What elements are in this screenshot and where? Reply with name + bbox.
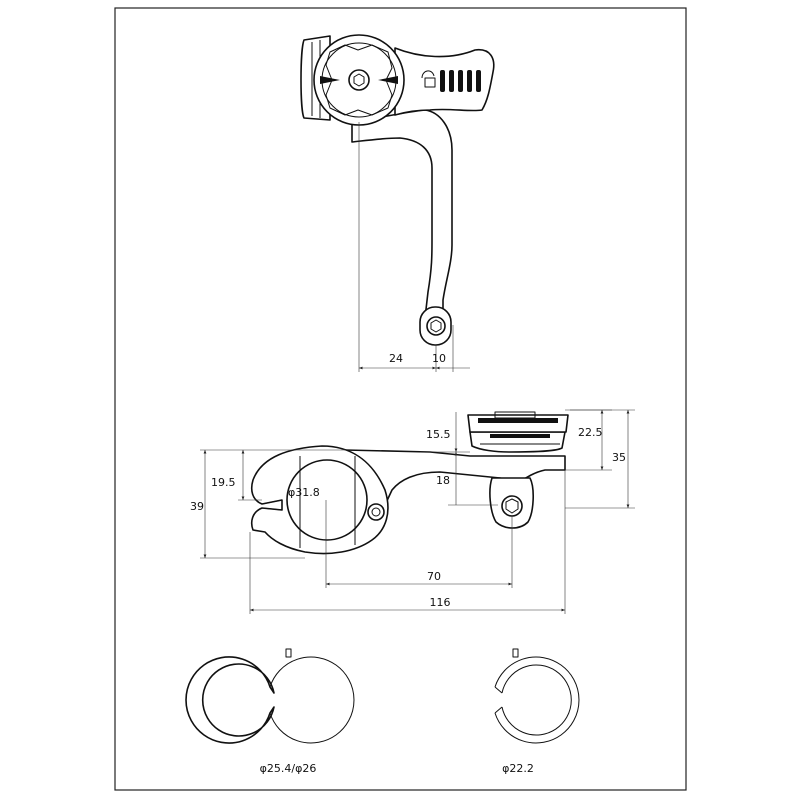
dim-70: 70 — [427, 570, 441, 583]
side-view-mount — [250, 411, 569, 555]
dim-39: 39 — [190, 500, 204, 513]
shim-left — [185, 648, 355, 744]
dim-24: 24 — [389, 352, 403, 365]
shim-left-label: φ25.4/φ26 — [260, 762, 317, 775]
shim-right-label: φ22.2 — [502, 762, 534, 775]
dim-22-5: 22.5 — [578, 426, 603, 439]
dim-35: 35 — [612, 451, 626, 464]
dim-116: 116 — [430, 596, 451, 609]
shim-right — [494, 648, 580, 744]
side-view-dimensions: 15.5 18 22.5 35 19.5 39 φ31.8 70 116 — [190, 409, 635, 614]
dim-15-5: 15.5 — [426, 428, 451, 441]
top-view-dimensions: 24 10 — [358, 122, 470, 372]
top-view-mount — [300, 34, 495, 346]
dim-10: 10 — [432, 352, 446, 365]
dim-phi-31-8: φ31.8 — [288, 486, 320, 499]
drawing-frame — [114, 7, 687, 791]
dim-19-5: 19.5 — [211, 476, 236, 489]
dim-18: 18 — [436, 474, 450, 487]
